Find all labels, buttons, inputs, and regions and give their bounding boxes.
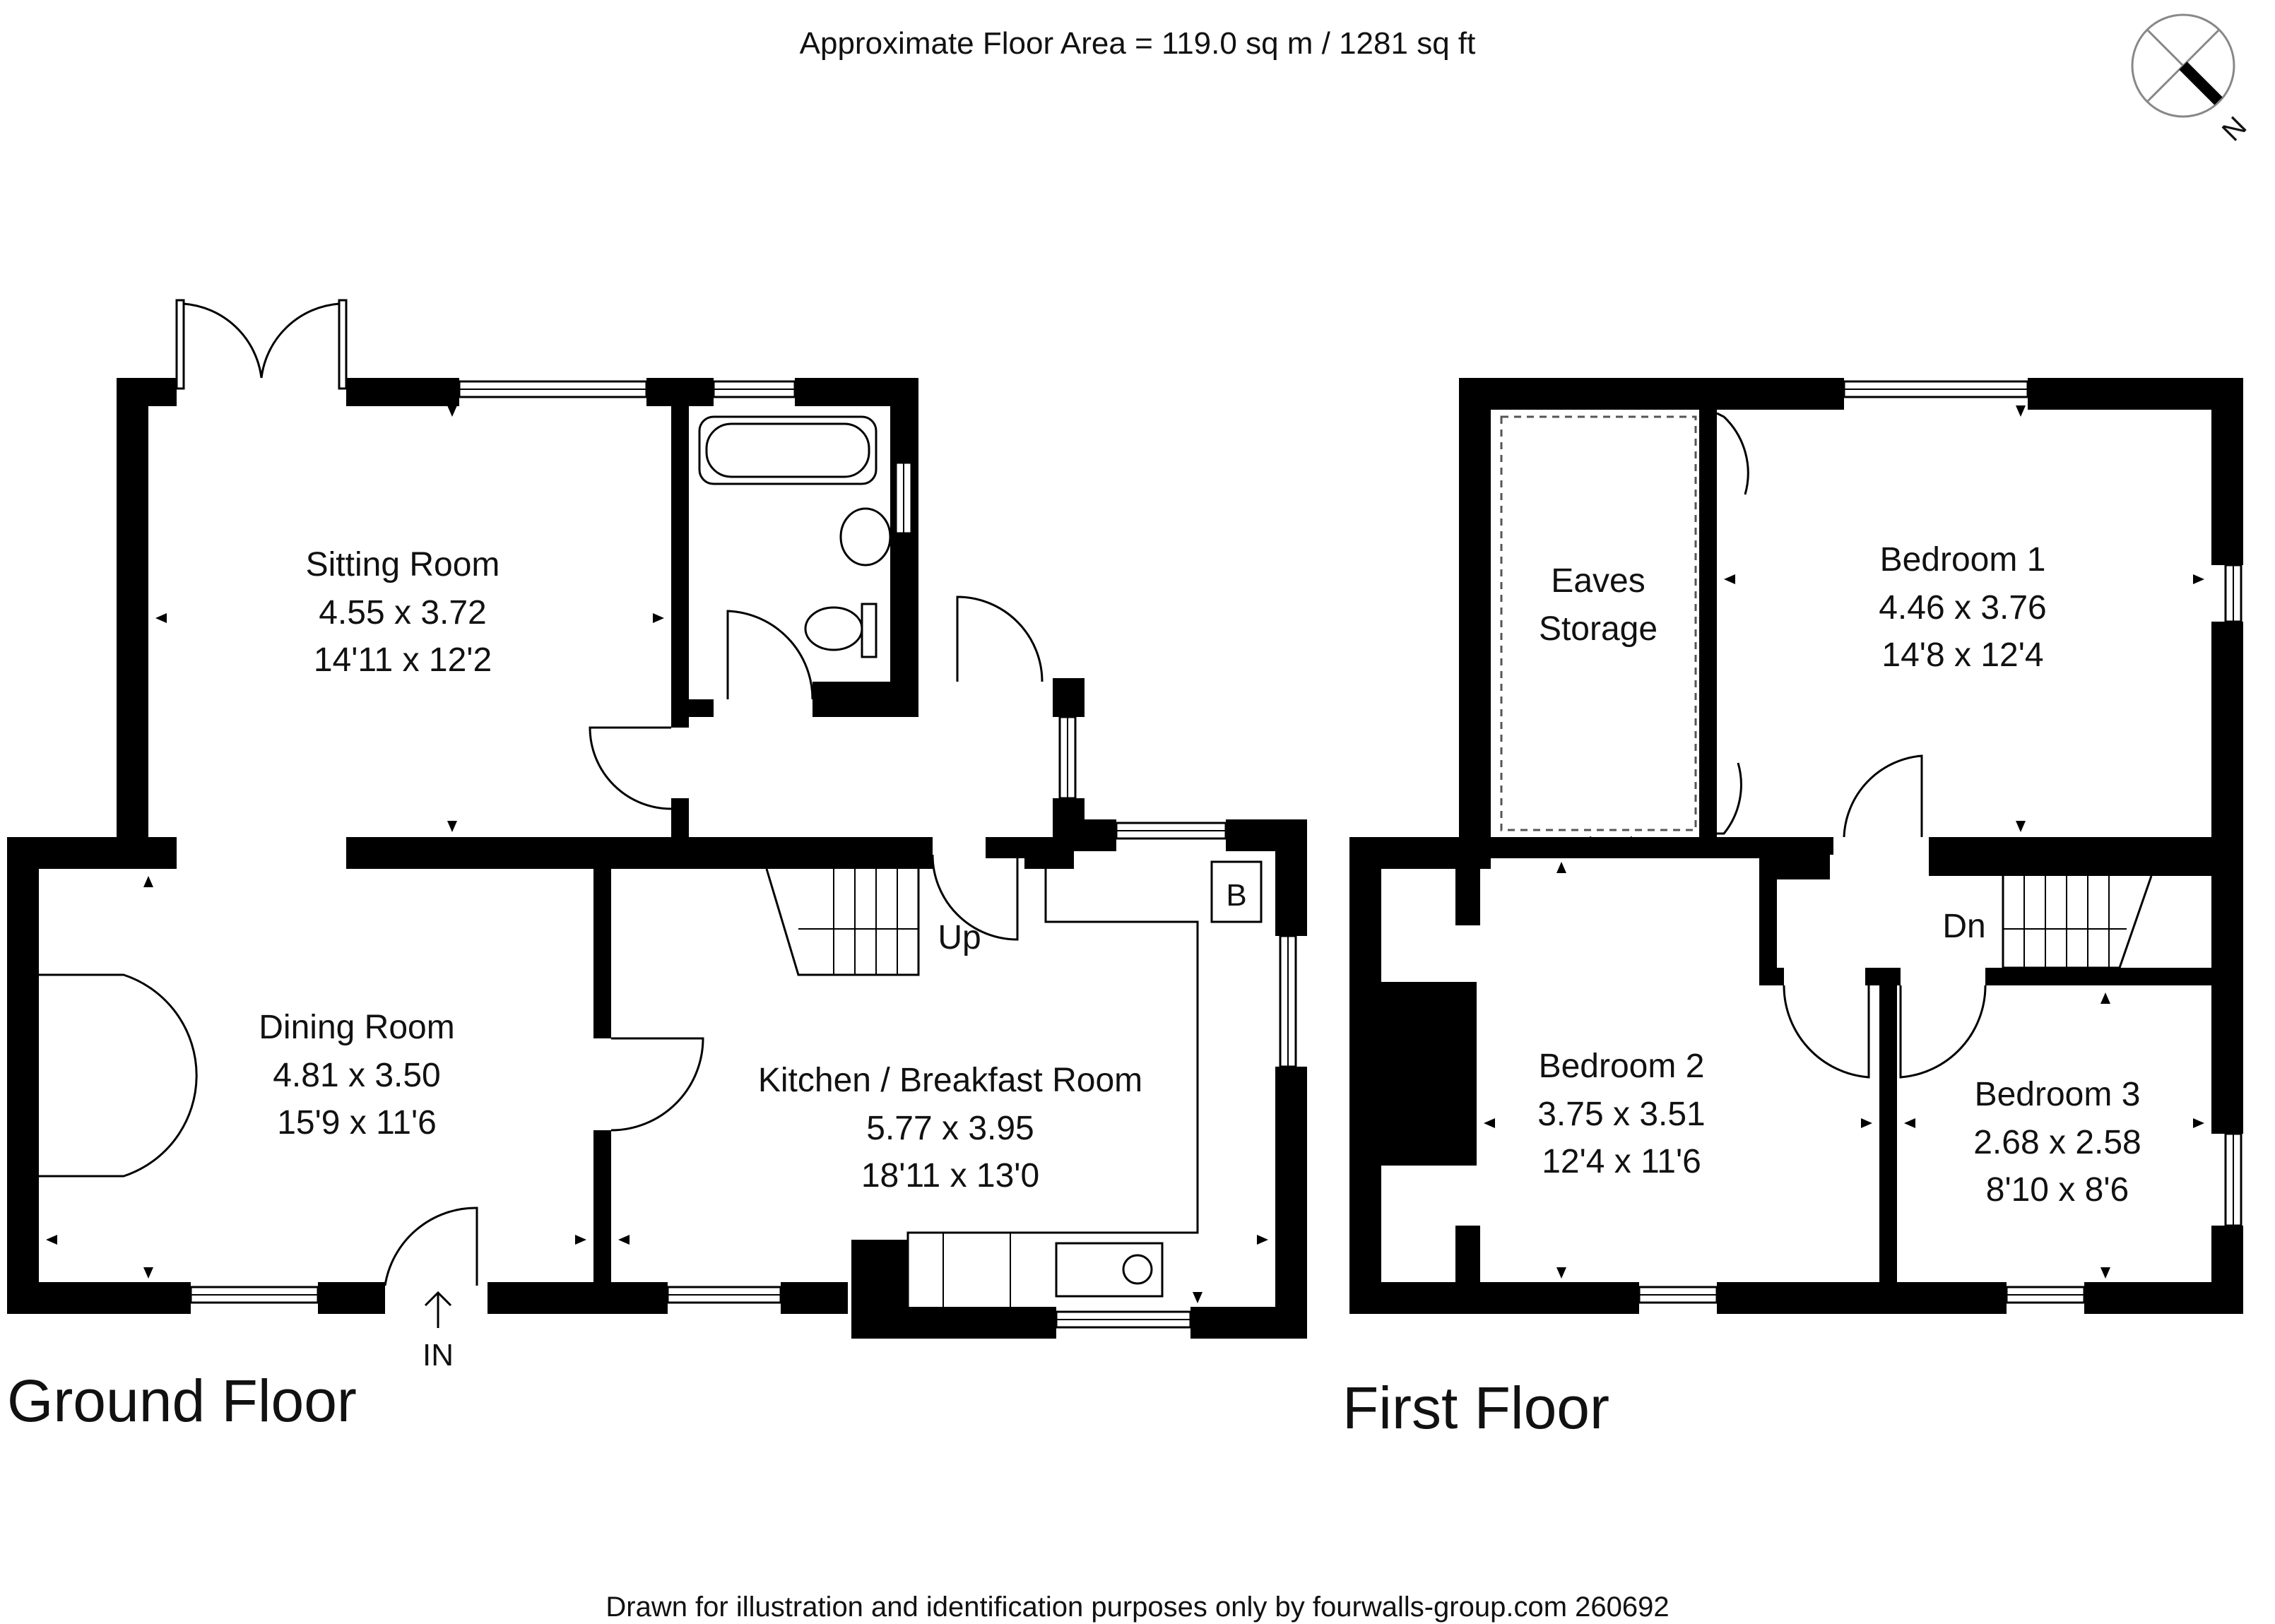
bedroom2-metric: 3.75 x 3.51 [1537, 1096, 1706, 1133]
hall-door-icon [589, 726, 672, 810]
first-stairs-icon [2002, 875, 2153, 969]
kitchen-hall-door-icon [931, 854, 1019, 941]
kitchen-door-icon [610, 1037, 704, 1132]
footer-disclaimer: Drawn for illustration and identificatio… [605, 1592, 1669, 1623]
compass-north-label: N [2216, 111, 2253, 148]
dining-cupboard-door-icon [39, 973, 198, 1178]
back-door-icon [956, 595, 1044, 682]
kitchen-worktop-icon [906, 858, 1199, 1307]
chimney-breast-icon [1381, 982, 1477, 1166]
bedroom3-name: Bedroom 3 [1975, 1076, 2141, 1113]
eaves-door-bottom-icon [1717, 762, 1742, 835]
bedroom3-metric: 2.68 x 2.58 [1973, 1124, 2141, 1161]
eaves-storage-line1: Eaves [1551, 562, 1645, 600]
bedroom1-metric: 4.46 x 3.76 [1879, 589, 2047, 627]
bedroom3-imperial: 8'10 x 8'6 [1986, 1171, 2129, 1209]
storage-hatch-icon [1589, 836, 1633, 853]
first-stairs-label: Dn [1942, 908, 1985, 945]
sitting-room-imperial: 14'11 x 12'2 [314, 641, 492, 679]
kitchen-imperial: 18'11 x 13'0 [861, 1157, 1039, 1195]
kitchen-metric: 5.77 x 3.95 [866, 1110, 1034, 1147]
bedroom2-name: Bedroom 2 [1539, 1048, 1705, 1085]
bedroom3-door-icon [1899, 985, 1987, 1079]
bedroom1-imperial: 14'8 x 12'4 [1881, 636, 2043, 674]
boiler-icon [1210, 860, 1263, 923]
entrance-arrow-icon [424, 1291, 452, 1328]
ground-floor-plan: Sitting Room 4.55 x 3.72 14'11 x 12'2 Di… [7, 299, 1307, 1434]
ground-stairs-label: Up [938, 919, 981, 956]
first-floor-title: First Floor [1342, 1375, 1609, 1441]
floor-area-text: Approximate Floor Area = 119.0 sq m / 12… [800, 26, 1476, 61]
bath-icon [698, 415, 878, 485]
ground-floor-title: Ground Floor [7, 1368, 357, 1434]
sink-icon [1055, 1242, 1164, 1298]
bedroom1-name: Bedroom 1 [1880, 541, 2046, 579]
french-doors-icon [175, 299, 348, 390]
dining-room-imperial: 15'9 x 11'6 [277, 1104, 437, 1142]
eaves-storage-outline [1500, 415, 1697, 831]
basin-icon [839, 507, 892, 567]
first-floor-plan: Eaves Storage Bedroom 1 4.46 x 3.76 14'8… [1342, 378, 2243, 1441]
compass-icon: N [2131, 13, 2253, 148]
front-door-icon [384, 1207, 478, 1286]
ground-stairs-icon [765, 868, 920, 976]
dining-room-name: Dining Room [259, 1009, 454, 1046]
dining-room-metric: 4.81 x 3.50 [273, 1057, 441, 1094]
wc-door-icon [726, 610, 814, 700]
entrance-label: IN [422, 1338, 454, 1373]
bedroom2-imperial: 12'4 x 11'6 [1542, 1143, 1701, 1180]
sitting-room-metric: 4.55 x 3.72 [319, 594, 487, 632]
eaves-door-top-icon [1716, 412, 1749, 495]
boiler-label: B [1226, 878, 1246, 913]
sitting-room-name: Sitting Room [306, 546, 500, 583]
kitchen-name: Kitchen / Breakfast Room [758, 1062, 1142, 1099]
bedroom2-door-icon [1783, 985, 1870, 1079]
eaves-storage-line2: Storage [1539, 610, 1658, 648]
bedroom1-door-icon [1843, 754, 1923, 838]
toilet-icon [804, 606, 863, 651]
